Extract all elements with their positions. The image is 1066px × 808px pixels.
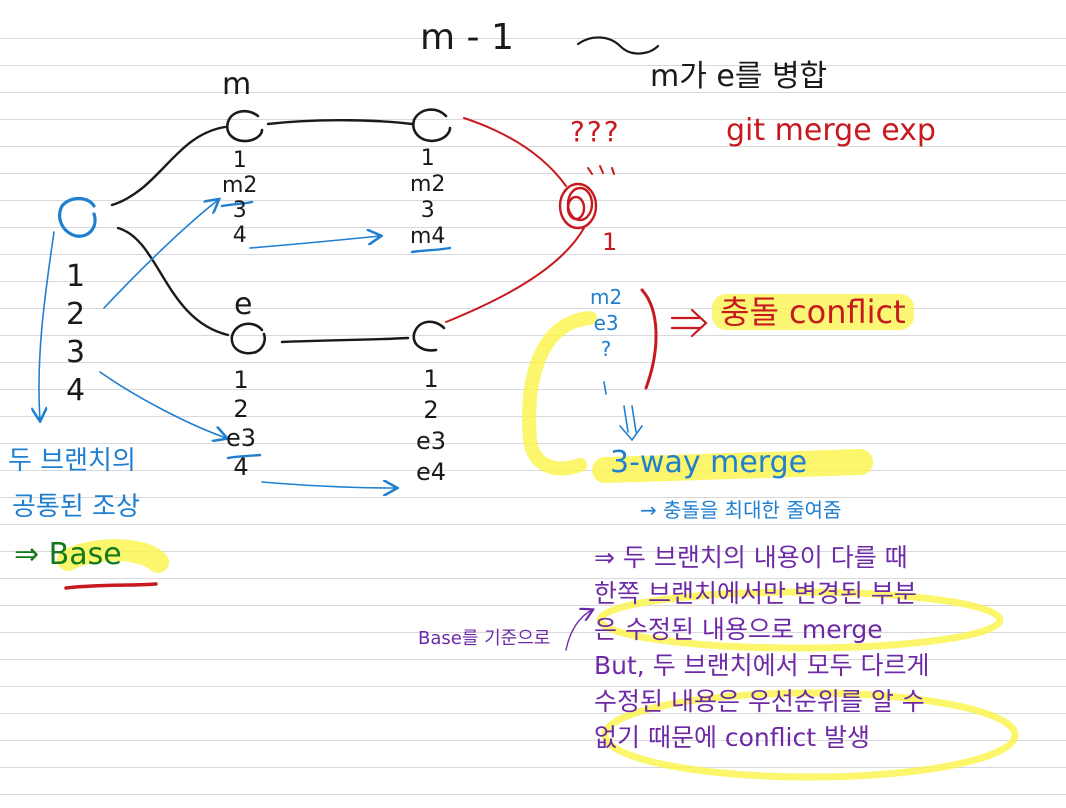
- m1-line-1: 1: [420, 146, 435, 171]
- e1-to-merge-edge: [445, 227, 585, 323]
- merge-tick-right: [611, 167, 615, 175]
- e-line-1: 1: [233, 366, 249, 394]
- merge-question-marks: ???: [570, 115, 621, 148]
- explanation-note: ⇒ 두 브랜치의 내용이 다를 때 한쪽 브랜치에서만 변경된 부분 은 수정된…: [594, 540, 930, 756]
- m-line-4: 4: [232, 223, 247, 248]
- commit-merge-circle: [558, 182, 598, 230]
- highlight-loop-bottom: [601, 689, 1019, 781]
- branch-e-label: e: [234, 287, 253, 322]
- merge-tick-left: [587, 167, 593, 175]
- arrow-m4: [249, 236, 380, 249]
- arrow-down-from-bracket: [603, 381, 607, 395]
- base-caption-line-2: 공통된 조상: [12, 492, 140, 522]
- commit-base-circle: [58, 196, 97, 238]
- m1-line-4: m4: [410, 224, 446, 249]
- merge-tick-mid: [599, 165, 604, 174]
- base-caption-line-1: 두 브랜치의: [8, 446, 136, 476]
- blue-arrows: [39, 200, 643, 488]
- m1-line-3: 3: [420, 198, 435, 223]
- commit-e-circle: [230, 322, 267, 355]
- merged-line-3: e3: [593, 311, 619, 335]
- e1-line-3: e3: [416, 427, 447, 455]
- explanation-line-4: But, 두 브랜치에서 모두 다르게: [594, 651, 930, 680]
- underline-e3: [226, 453, 262, 460]
- e1-commit-contents: 1 2 e3 e4: [416, 364, 446, 488]
- e-to-e1-edge: [280, 336, 410, 344]
- highlight-base: [57, 539, 169, 573]
- three-way-merge-label: 3-way merge: [610, 445, 808, 480]
- merge-lines: [64, 117, 658, 590]
- base-caption-line-3: ⇒ Base: [14, 537, 122, 572]
- e1-line-4: e4: [416, 458, 447, 486]
- e-line-2: 2: [233, 395, 249, 423]
- base-to-m-edge: [110, 125, 227, 207]
- merged-line-4: ?: [600, 337, 612, 361]
- arrow-down-three-way-head: [619, 425, 643, 442]
- merge-title: m가 e를 병합: [650, 59, 828, 94]
- arrow-down-three-way-a: [623, 405, 629, 433]
- m1-to-merge-edge: [463, 117, 567, 187]
- explanation-line-1: ⇒ 두 브랜치의 내용이 다를 때: [594, 543, 908, 572]
- m1-commit-contents: 1 m2 3 m4: [410, 146, 445, 250]
- m-commit-contents: 1 m2 3 4: [222, 148, 257, 248]
- e-line-4: 4: [233, 453, 249, 481]
- explanation-line-5: 수정된 내용은 우선순위를 알 수: [594, 687, 925, 716]
- base-reference-note: Base를 기준으로: [418, 628, 551, 649]
- m1-line-2: m2: [410, 172, 446, 197]
- m-to-m1-edge: [266, 119, 414, 126]
- merged-line-1: 1: [602, 228, 618, 256]
- conflict-label: 충돌 conflict: [712, 294, 914, 330]
- branch-m-label: m: [222, 67, 252, 102]
- arrow-base-to-caption: [39, 231, 55, 420]
- m-line-3: 3: [232, 198, 247, 223]
- highlight-bracket: [522, 311, 597, 476]
- commit-m1-circle: [412, 108, 452, 143]
- explanation-line-6: 없기 때문에 conflict 발생: [594, 723, 870, 752]
- e1-line-2: 2: [423, 396, 439, 424]
- highlight-three-way-underline: [592, 449, 873, 483]
- merged-commit-contents: m2 e3 ?: [590, 284, 622, 362]
- e1-line-1: 1: [423, 365, 439, 393]
- m-line-2: m2: [222, 173, 258, 198]
- highlight-loop-top: [596, 588, 1004, 652]
- explanation-line-2: 한쪽 브랜치에서만 변경된 부분: [594, 579, 917, 608]
- branch-m1-label: m - 1: [420, 17, 514, 58]
- implies-arrow-red: [670, 308, 708, 338]
- base-line-3: 3: [66, 335, 86, 370]
- m-line-1: 1: [232, 148, 247, 173]
- base-line-2: 2: [66, 297, 86, 332]
- explanation-line-3: 은 수정된 내용으로 merge: [594, 615, 883, 644]
- base-line-4: 4: [66, 373, 86, 408]
- arrow-down-three-way-b: [631, 405, 637, 433]
- base-commit-contents: 1 2 3 4: [66, 258, 85, 410]
- conflict-bracket: [640, 288, 658, 390]
- underline-m2: [220, 200, 254, 208]
- branch-lines: [110, 119, 414, 344]
- base-to-e-edge: [116, 226, 230, 337]
- merged-line-2: m2: [590, 285, 623, 309]
- arrow-3-to-e3: [99, 371, 226, 438]
- e-commit-contents: 1 2 e3 4: [226, 366, 256, 482]
- arrow-base-reference: [565, 610, 592, 651]
- e-line-3: e3: [226, 424, 257, 452]
- underline-m4: [410, 246, 452, 254]
- three-way-merge-subtitle: → 충돌을 최대한 줄여줌: [640, 498, 842, 522]
- red-base-underline: [64, 582, 158, 590]
- arrow-2-to-m2: [103, 200, 218, 309]
- tilde-mark: [576, 36, 660, 55]
- commit-m-circle: [226, 109, 264, 143]
- merge-command: git merge exp: [726, 113, 936, 148]
- commit-e1-circle: [412, 320, 446, 352]
- commit-circles: [58, 108, 598, 355]
- base-line-1: 1: [66, 259, 86, 294]
- arrow-e4: [261, 482, 396, 488]
- highlighter-strokes: [57, 311, 1019, 781]
